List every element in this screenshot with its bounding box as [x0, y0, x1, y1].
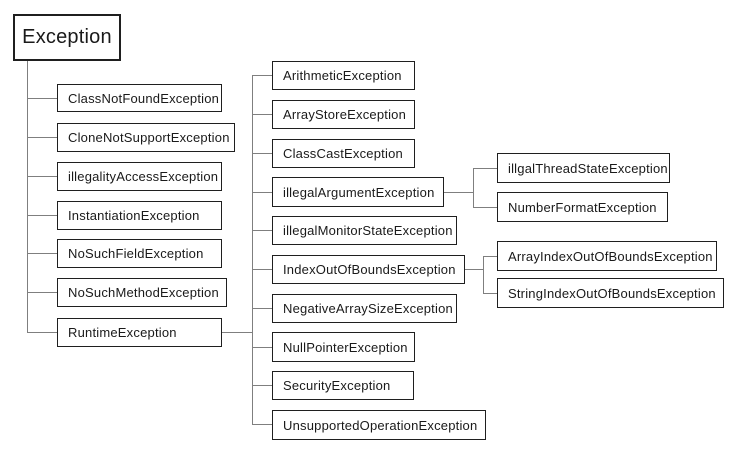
- node-illgal-thread-state-exception: illgalThreadStateException: [497, 153, 670, 183]
- connector-branch-arraystore: [252, 114, 272, 116]
- node-label: NegativeArraySizeException: [283, 301, 453, 316]
- connector-indexoutofbounds-to-trunk: [465, 269, 483, 271]
- connector-runtime-trunk: [252, 75, 254, 425]
- connector-branch-arithmetic: [252, 75, 272, 77]
- connector-branch-instantiation: [27, 215, 57, 217]
- connector-illegalargument-trunk: [473, 168, 475, 208]
- node-label: illgalThreadStateException: [508, 160, 668, 176]
- connector-branch-stringindexoutofbounds: [483, 293, 497, 295]
- node-illegal-argument-exception: illegalArgumentException: [272, 177, 444, 207]
- connector-branch-runtime: [27, 332, 57, 334]
- connector-illegalargument-to-trunk: [444, 192, 473, 194]
- node-unsupported-operation-exception: UnsupportedOperationException: [272, 410, 486, 440]
- node-label: ArithmeticException: [283, 68, 402, 83]
- connector-branch-illegalargument: [252, 192, 272, 194]
- node-label: UnsupportedOperationException: [283, 417, 478, 433]
- connector-branch-clonenotsupport: [27, 137, 57, 139]
- node-array-store-exception: ArrayStoreException: [272, 100, 415, 129]
- node-array-index-out-of-bounds-exception: ArrayIndexOutOfBoundsException: [497, 241, 717, 271]
- node-label: illegalityAccessException: [68, 169, 219, 184]
- node-label: Exception: [22, 26, 112, 48]
- node-label: NullPointerException: [283, 339, 408, 355]
- node-null-pointer-exception: NullPointerException: [272, 332, 415, 362]
- node-label: illegalMonitorStateException: [283, 223, 453, 238]
- node-label: illegalArgumentException: [283, 184, 435, 200]
- node-label: ArrayIndexOutOfBoundsException: [508, 248, 713, 264]
- node-string-index-out-of-bounds-exception: StringIndexOutOfBoundsException: [497, 278, 724, 308]
- node-label: RuntimeException: [68, 325, 177, 340]
- node-arithmetic-exception: ArithmeticException: [272, 61, 415, 90]
- node-number-format-exception: NumberFormatException: [497, 192, 668, 222]
- connector-branch-negativearraysize: [252, 308, 272, 310]
- connector-indexoutofbounds-trunk: [483, 256, 485, 294]
- connector-branch-illgalthreadstate: [473, 168, 497, 170]
- node-label: NoSuchFieldException: [68, 246, 204, 261]
- connector-branch-illegalityaccess: [27, 176, 57, 178]
- node-label: NoSuchMethodException: [68, 285, 219, 300]
- node-index-out-of-bounds-exception: IndexOutOfBoundsException: [272, 255, 465, 284]
- node-instantiation-exception: InstantiationException: [57, 201, 222, 230]
- node-label: SecurityException: [283, 378, 391, 393]
- connector-branch-nullpointer: [252, 347, 272, 349]
- node-class-not-found-exception: ClassNotFoundException: [57, 84, 222, 112]
- node-class-cast-exception: ClassCastException: [272, 139, 415, 168]
- node-no-such-field-exception: NoSuchFieldException: [57, 239, 222, 268]
- node-no-such-method-exception: NoSuchMethodException: [57, 278, 227, 307]
- connector-branch-classcast: [252, 153, 272, 155]
- connector-branch-classnotfound: [27, 98, 57, 100]
- connector-branch-illegalmonitorstate: [252, 230, 272, 232]
- node-negative-array-size-exception: NegativeArraySizeException: [272, 294, 457, 323]
- connector-branch-arrayindexoutofbounds: [483, 256, 497, 258]
- node-label: CloneNotSupportException: [68, 130, 230, 145]
- node-label: ClassCastException: [283, 146, 403, 161]
- node-label: ArrayStoreException: [283, 107, 407, 122]
- node-exception: Exception: [13, 14, 121, 61]
- connector-branch-numberformat: [473, 207, 497, 209]
- node-security-exception: SecurityException: [272, 371, 414, 400]
- node-label: IndexOutOfBoundsException: [283, 262, 456, 277]
- node-clone-not-support-exception: CloneNotSupportException: [57, 123, 235, 152]
- connector-exception-trunk: [27, 61, 29, 333]
- node-illegality-access-exception: illegalityAccessException: [57, 162, 222, 191]
- node-label: ClassNotFoundException: [68, 90, 220, 106]
- connector-branch-nosuchmethod: [27, 292, 57, 294]
- connector-branch-indexoutofbounds: [252, 269, 272, 271]
- connector-runtime-to-trunk: [222, 332, 253, 334]
- connector-branch-security: [252, 385, 272, 387]
- connector-branch-unsupportedoperation: [252, 424, 272, 426]
- node-label: NumberFormatException: [508, 199, 657, 215]
- node-label: StringIndexOutOfBoundsException: [508, 285, 716, 301]
- node-label: InstantiationException: [68, 208, 200, 223]
- node-illegal-monitor-state-exception: illegalMonitorStateException: [272, 216, 457, 245]
- node-runtime-exception: RuntimeException: [57, 318, 222, 347]
- connector-branch-nosuchfield: [27, 253, 57, 255]
